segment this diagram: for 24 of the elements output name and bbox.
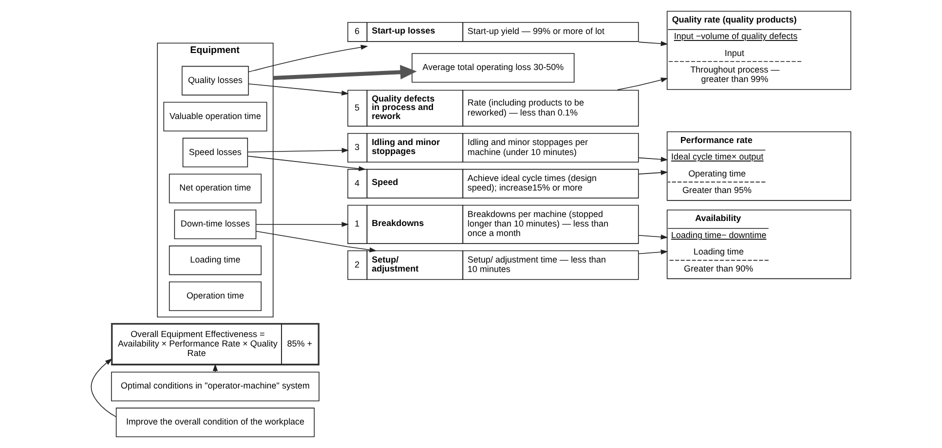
arrow xyxy=(248,83,349,96)
arrow xyxy=(638,41,668,46)
arrow xyxy=(638,170,668,176)
arrow xyxy=(256,230,377,252)
arrow xyxy=(638,249,668,255)
arrow xyxy=(273,64,417,80)
arrow xyxy=(256,222,349,227)
node-box: Improve the overall condition of the workplace xyxy=(116,408,315,438)
node-box: Operation time xyxy=(168,281,262,312)
arrow xyxy=(638,234,668,240)
node-box: Loading time xyxy=(168,246,262,276)
node-box: Valuable operation time xyxy=(163,102,268,132)
node-box: Average total operating loss 30-50% xyxy=(412,53,575,83)
arrow xyxy=(638,156,668,162)
arrow xyxy=(247,148,349,153)
arrow xyxy=(617,78,668,90)
node-box: Quality losses xyxy=(182,66,249,96)
node-box: Speed losses xyxy=(182,138,248,168)
arrow xyxy=(248,44,368,72)
node-box: Optimal conditions in "operator-machine" system xyxy=(111,372,320,402)
node-box: Net operation time xyxy=(168,174,262,204)
arrow xyxy=(90,358,116,418)
arrow xyxy=(247,156,366,172)
node-box: Down-time losses xyxy=(174,210,256,240)
